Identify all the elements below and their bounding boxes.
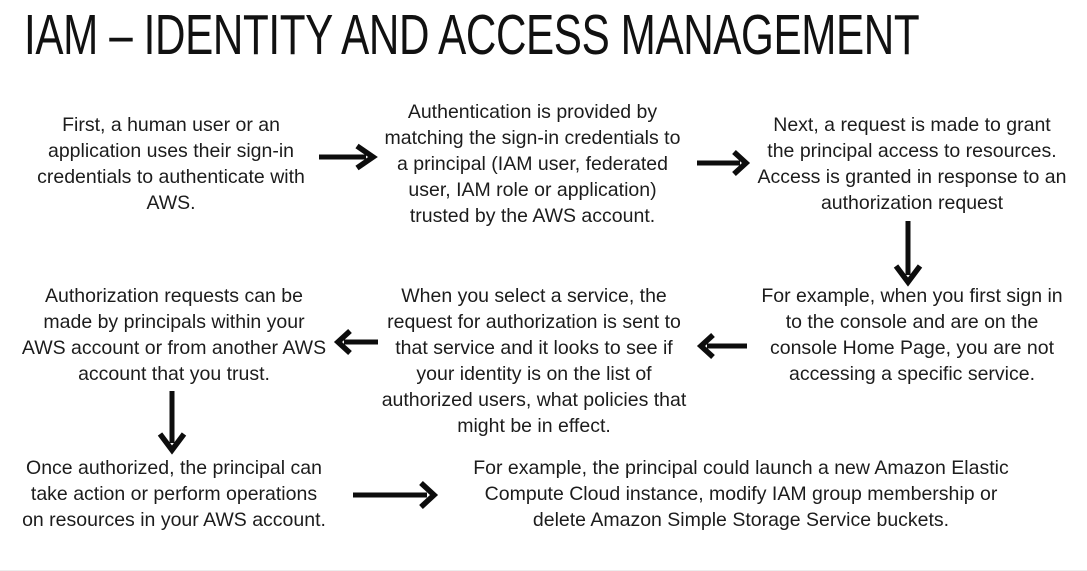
step-3-authorization-request-text: Next, a request is made to grant the pri… bbox=[757, 114, 1067, 214]
step-2-authentication-text: Authentication is provided by matching t… bbox=[384, 101, 681, 227]
page-title: IAM – IDENTITY AND ACCESS MANAGEMENT bbox=[24, 3, 920, 67]
arrow-down-step3-to-step4-icon bbox=[893, 221, 923, 287]
arrow-down-step6-to-step7-icon bbox=[157, 391, 187, 455]
step-1-sign-in-text: First, a human user or an application us… bbox=[37, 114, 305, 214]
arrow-right-step7-to-step8-icon bbox=[353, 480, 439, 510]
step-5-service-request-text: When you select a service, the request f… bbox=[381, 285, 687, 437]
step-7-principal-actions-text: Once authorized, the principal can take … bbox=[22, 457, 326, 531]
step-8-actions-example-text: For example, the principal could launch … bbox=[473, 457, 1009, 531]
step-4-console-example-text: For example, when you first sign in to t… bbox=[761, 285, 1063, 385]
step-6-authorization-sources-text: Authorization requests can be made by pr… bbox=[21, 285, 327, 385]
